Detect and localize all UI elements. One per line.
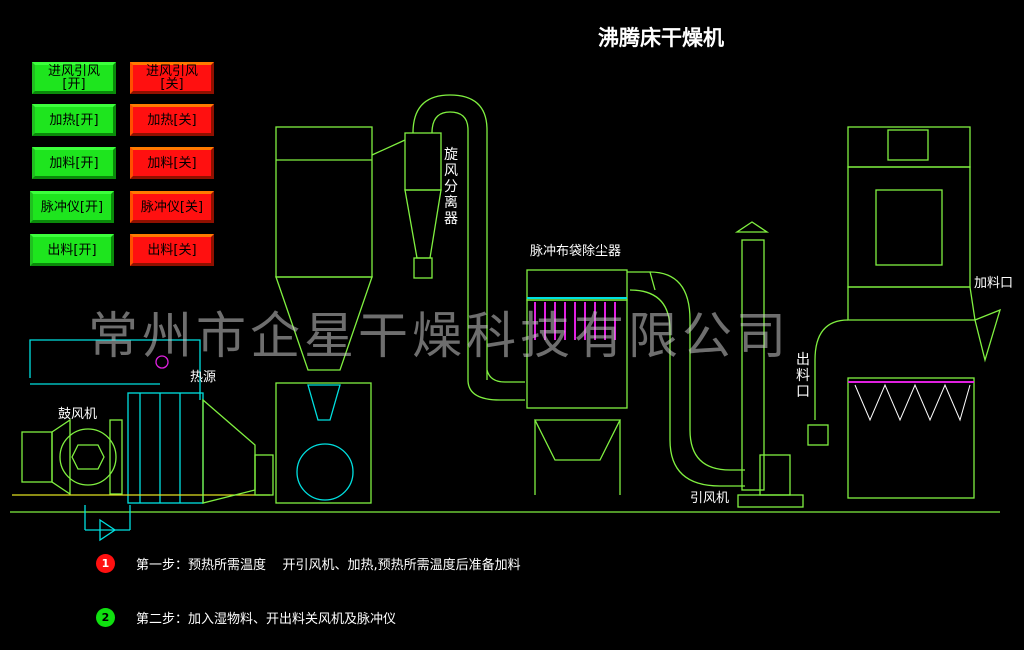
valve-assembly bbox=[84, 355, 169, 542]
fluid-bed-tower bbox=[275, 126, 373, 504]
bag-filter bbox=[526, 269, 656, 495]
induced-fan-label: 引风机 bbox=[690, 491, 730, 506]
intake-fan-on-button[interactable]: 进风引风 [开] bbox=[32, 62, 116, 94]
bag-filter-label: 脉冲布袋除尘器 bbox=[530, 244, 622, 259]
induced-fan bbox=[737, 454, 804, 508]
heater-duct bbox=[202, 398, 256, 504]
pulse-on-button[interactable]: 脉冲仪[开] bbox=[30, 191, 114, 223]
feed-port-label: 加料口 bbox=[974, 276, 1014, 291]
heating-on-button[interactable]: 加热[开] bbox=[32, 104, 116, 136]
blower-label: 鼓风机 bbox=[58, 407, 98, 422]
blower bbox=[21, 418, 123, 496]
discharge-on-button[interactable]: 出料[开] bbox=[30, 234, 114, 266]
step-1-text: 第一步：预热所需温度 开引风机、加热,预热所需温度后准备加料 bbox=[136, 558, 521, 573]
watermark: 常州市企星干燥科技有限公司 bbox=[88, 307, 790, 365]
pulse-off-button[interactable]: 脉冲仪[关] bbox=[130, 191, 214, 223]
feeding-on-button[interactable]: 加料[开] bbox=[32, 147, 116, 179]
cyclone-label: 旋风分离器 bbox=[444, 147, 458, 227]
heat-source-label: 热源 bbox=[190, 370, 217, 385]
step-2-badge: 2 bbox=[96, 608, 115, 627]
intake-fan-off-button[interactable]: 进风引风 [关] bbox=[130, 62, 214, 94]
heating-off-button[interactable]: 加热[关] bbox=[130, 104, 214, 136]
step-2-text: 第二步：加入湿物料、开出料关风机及脉冲仪 bbox=[136, 612, 397, 627]
page-title: 沸腾床干燥机 bbox=[598, 26, 724, 50]
cyclone bbox=[371, 94, 488, 380]
step-1-badge: 1 bbox=[96, 554, 115, 573]
feeding-off-button[interactable]: 加料[关] bbox=[130, 147, 214, 179]
discharge-port-label: 出料口 bbox=[796, 352, 810, 400]
fluid-bed-dryer bbox=[807, 126, 1002, 499]
chimney bbox=[734, 221, 770, 491]
discharge-off-button[interactable]: 出料[关] bbox=[130, 234, 214, 266]
step-1: 1 第一步：预热所需温度 开引风机、加热,预热所需温度后准备加料 bbox=[96, 554, 521, 573]
step-2: 2 第二步：加入湿物料、开出料关风机及脉冲仪 bbox=[96, 608, 396, 627]
